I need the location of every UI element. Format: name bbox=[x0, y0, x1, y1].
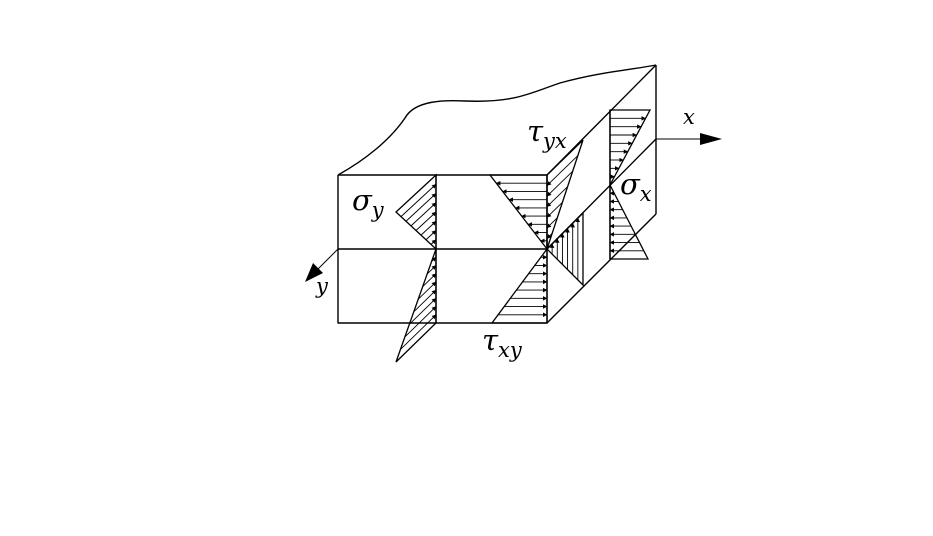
sigma-y-upper-arrow bbox=[415, 211, 437, 231]
tau-xy-label: τxy bbox=[482, 323, 523, 362]
tau-front-lower-outline bbox=[490, 247, 548, 324]
tau-front-upper-outline bbox=[488, 174, 548, 251]
tau-yx-upper-arrow bbox=[546, 217, 558, 229]
tau-yx-upper-outline bbox=[546, 139, 584, 250]
tau-right-lower-outline bbox=[546, 211, 584, 287]
y-axis-label: y bbox=[315, 274, 329, 298]
sigma-y-lower-arrow bbox=[404, 306, 437, 338]
sigma-y-lower-arrow bbox=[409, 298, 437, 325]
x-axis-label: x bbox=[683, 105, 695, 129]
sigma-y-lower-arrow bbox=[431, 256, 437, 262]
x-axis: x bbox=[656, 105, 722, 145]
sigma-y-lower-arrow bbox=[422, 273, 437, 287]
sigma-y-upper-arrow bbox=[425, 230, 437, 241]
tau-yx-upper-arrow bbox=[546, 233, 553, 239]
tau-yx-upper-arrow bbox=[546, 201, 563, 218]
sigma-y-upper-arrow bbox=[405, 193, 437, 222]
sigma-y-upper-arrow bbox=[420, 220, 437, 236]
sigma-y-lower-outline bbox=[395, 248, 437, 363]
sigma-y-upper-arrow bbox=[430, 239, 437, 245]
tau-yx-label: τyx bbox=[527, 114, 567, 153]
tau-yx-upper-arrow bbox=[546, 155, 579, 186]
sigma-y-lower-arrow bbox=[417, 281, 437, 300]
sigma-y-lower-arrow bbox=[413, 289, 437, 313]
sigma-y-label: σy bbox=[352, 183, 385, 222]
sigma-y-upper-arrow bbox=[400, 183, 437, 217]
stress-distributions bbox=[395, 109, 652, 363]
tau-yx-upper-arrow bbox=[546, 170, 574, 197]
sigma-x-upper-outline bbox=[609, 109, 652, 186]
sigma-y-lower-arrow bbox=[426, 265, 437, 275]
sigma-y-upper-arrow bbox=[410, 202, 437, 227]
tau-yx-upper-arrow bbox=[546, 186, 568, 208]
block-outline bbox=[337, 64, 657, 324]
sigma-y-lower-arrow bbox=[400, 314, 437, 350]
y-axis: y bbox=[305, 248, 339, 298]
sigma-x-lower-outline bbox=[609, 184, 650, 260]
sigma-x-label: σx bbox=[620, 167, 652, 206]
